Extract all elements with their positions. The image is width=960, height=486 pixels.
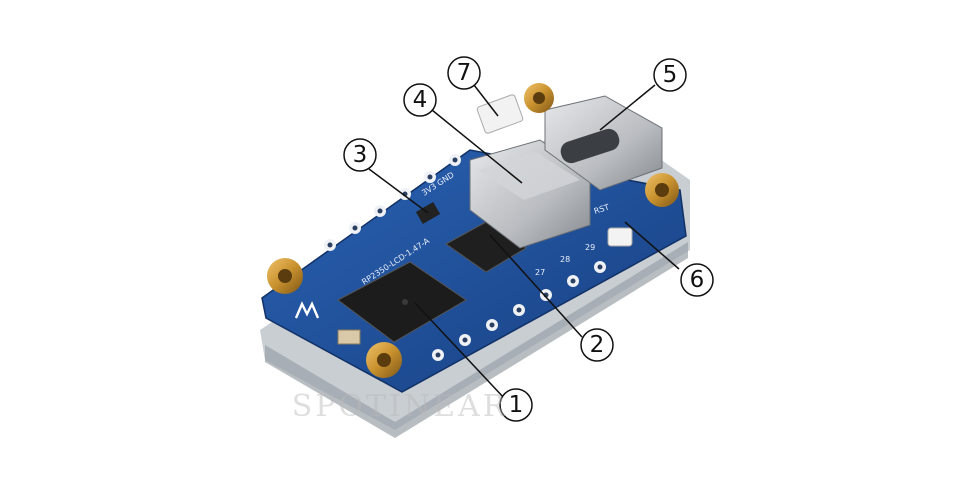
callout-5-number: 5: [663, 62, 678, 88]
crystal: [337, 329, 361, 345]
header-pads-back: [324, 154, 461, 251]
leader-lines: [368, 84, 680, 400]
callout-4: 4: [403, 83, 437, 117]
battery-connector: [476, 94, 524, 134]
callout-4-number: 4: [413, 87, 428, 113]
microsd-slot: [469, 139, 591, 249]
callout-6-number: 6: [690, 267, 705, 293]
pin-label-27: 27: [535, 268, 545, 277]
header-pads-front: [432, 261, 606, 361]
callout-2: 2: [580, 328, 614, 362]
callout-6: 6: [680, 263, 714, 297]
watermark: SPOTINEAR: [292, 389, 509, 424]
mcu-chip: [337, 261, 467, 343]
usb-c-connector: [544, 95, 663, 191]
callout-7: 7: [447, 56, 481, 90]
callout-3-number: 3: [353, 142, 368, 168]
pin-label-28: 28: [560, 255, 570, 264]
brand-logo-icon: [294, 301, 320, 319]
callout-1-number: 1: [509, 392, 524, 418]
callout-2-number: 2: [590, 332, 605, 358]
callout-3: 3: [343, 138, 377, 172]
callout-1: 1: [499, 388, 533, 422]
callout-5: 5: [653, 58, 687, 92]
pin-label-29: 29: [585, 243, 595, 252]
callout-7-number: 7: [457, 60, 472, 86]
reset-button: [607, 227, 633, 247]
brass-standoffs: [267, 83, 679, 378]
regulator-chip: [445, 221, 527, 273]
